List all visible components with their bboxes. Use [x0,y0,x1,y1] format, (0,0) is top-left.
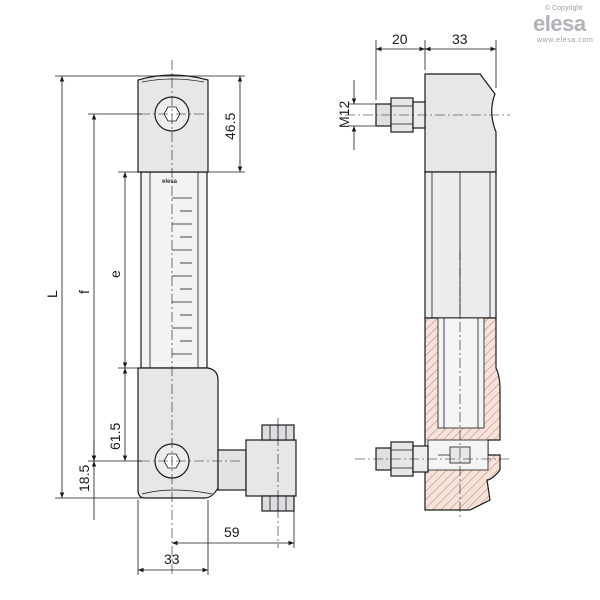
side-view: 20 33 M12 [336,31,510,520]
brand-website: www.elesa.com [536,37,593,44]
dim-overall-length: L [44,290,60,298]
bottom-mounting-bolt [375,441,429,477]
copyright-text: © Copyright [545,4,582,12]
brand-logo: © Copyright elesa www.elesa.com [533,4,593,44]
dim-top-block-height: 46.5 [222,113,238,140]
side-upper-tube [424,171,497,319]
window-logo: elesa [162,179,178,185]
bottom-block [137,367,219,499]
dim-bottom-offset: 18.5 [76,465,92,492]
side-top-cap [424,73,497,173]
dim-width: 33 [164,551,180,567]
level-scale [172,197,192,355]
brand-name: elesa [533,11,587,36]
dim-bottom-block-height: 61.5 [107,423,123,450]
dim-stud-length: 20 [392,31,408,47]
front-view: elesa [44,60,297,575]
sight-tube [140,171,208,369]
dim-body-depth: 33 [452,31,468,47]
dim-thread: M12 [336,101,352,128]
side-connector [217,424,297,512]
dim-visible-length: e [107,270,123,278]
dim-center-distance: f [76,290,92,294]
dim-connector-offset: 59 [224,524,240,540]
